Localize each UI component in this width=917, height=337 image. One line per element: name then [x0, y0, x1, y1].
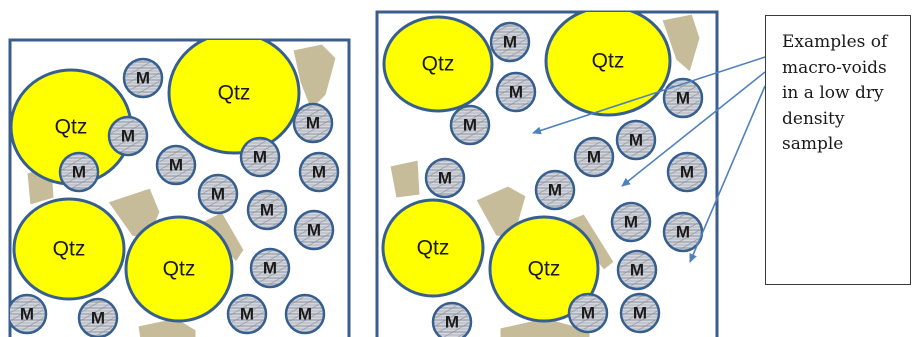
clay-aggregate: M: [615, 119, 657, 161]
quartz-grain: Qtz: [167, 40, 301, 155]
clay-aggregate: M: [449, 104, 491, 146]
clay-aggregate: M: [226, 293, 268, 335]
clay-aggregate: M: [249, 247, 291, 289]
clay-label: M: [630, 261, 644, 280]
quartz-grain: Qtz: [124, 215, 234, 323]
clay-aggregate: M: [155, 144, 197, 186]
quartz-label: Qtz: [592, 50, 625, 73]
clay-aggregate: M: [573, 136, 615, 178]
clay-label: M: [211, 185, 225, 204]
quartz-label: Qtz: [53, 238, 86, 261]
rock-fragment: [389, 159, 421, 199]
clay-label: M: [680, 163, 694, 182]
quartz-label: Qtz: [218, 82, 251, 105]
clay-label: M: [136, 69, 150, 88]
quartz-grain: Qtz: [381, 198, 485, 298]
quartz-grain: Qtz: [488, 215, 600, 323]
clay-aggregate: M: [239, 136, 281, 178]
clay-aggregate: M: [107, 115, 149, 157]
macro-void-arrows: [532, 56, 766, 263]
clay-aggregate: M: [489, 21, 531, 63]
clay-label: M: [298, 305, 312, 324]
arrow-void-2: [621, 71, 766, 187]
quartz-label: Qtz: [417, 237, 450, 260]
clay-label: M: [676, 89, 690, 108]
arrow-void-3: [689, 85, 766, 263]
clay-label: M: [253, 148, 267, 167]
clay-label: M: [438, 169, 452, 188]
clay-label: M: [629, 131, 643, 150]
clay-label: M: [307, 221, 321, 240]
clay-label: M: [240, 305, 254, 324]
clay-aggregate: M: [284, 293, 326, 335]
rock-fragment: [292, 43, 337, 111]
clay-label: M: [463, 116, 477, 135]
macro-void-callout: Examples of macro-voids in a low dry den…: [765, 15, 911, 285]
clay-aggregate: M: [298, 151, 340, 193]
quartz-label: Qtz: [55, 116, 88, 139]
clay-aggregate: M: [293, 209, 335, 251]
clay-label: M: [260, 201, 274, 220]
clay-label: M: [312, 163, 326, 182]
clay-label: M: [624, 213, 638, 232]
quartz-grain: Qtz: [544, 12, 672, 117]
clay-aggregate: M: [666, 151, 708, 193]
rock-fragment: [661, 13, 701, 73]
quartz-label: Qtz: [163, 258, 196, 281]
clay-aggregate: M: [662, 77, 704, 119]
clay-label: M: [91, 309, 105, 328]
clay-aggregate: M: [10, 293, 48, 335]
clay-aggregate: M: [431, 301, 473, 337]
clay-aggregate: M: [424, 157, 466, 199]
clay-aggregate: M: [662, 211, 704, 253]
clay-aggregate: M: [77, 297, 119, 337]
clay-label: M: [445, 313, 459, 332]
clay-aggregate: M: [495, 71, 537, 113]
clay-label: M: [121, 127, 135, 146]
clay-aggregate: M: [567, 292, 609, 334]
clay-label: M: [548, 181, 562, 200]
clay-label: M: [509, 83, 523, 102]
quartz-grain: Qtz: [12, 197, 126, 301]
clay-aggregate: M: [122, 57, 164, 99]
clay-aggregate: M: [619, 292, 661, 334]
clay-label: M: [676, 223, 690, 242]
quartz-label: Qtz: [528, 258, 561, 281]
callout-text: Examples of macro-voids in a low dry den…: [782, 32, 888, 154]
quartz-grain: Qtz: [382, 15, 494, 113]
clay-label: M: [503, 33, 517, 52]
clay-aggregate: M: [58, 151, 100, 193]
clay-aggregate: M: [616, 249, 658, 291]
clay-label: M: [581, 304, 595, 323]
clay-aggregate: M: [534, 169, 576, 211]
arrow-void-1: [532, 56, 766, 135]
clay-aggregate: M: [610, 201, 652, 243]
clay-aggregate: M: [197, 173, 239, 215]
clay-aggregate: M: [246, 189, 288, 231]
clay-label: M: [306, 114, 320, 133]
clay-label: M: [72, 163, 86, 182]
clay-label: M: [169, 156, 183, 175]
quartz-label: Qtz: [422, 53, 455, 76]
clay-label: M: [587, 148, 601, 167]
clay-label: M: [20, 305, 34, 324]
clay-aggregate: M: [292, 102, 334, 144]
clay-label: M: [633, 304, 647, 323]
clay-label: M: [263, 259, 277, 278]
